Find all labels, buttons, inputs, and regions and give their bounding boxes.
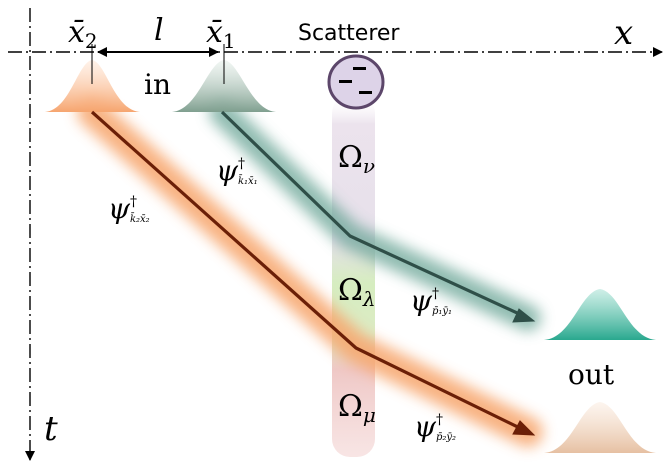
omega-mu-label: Ωμ [338, 389, 376, 427]
scatterer-minus-3 [359, 91, 372, 94]
scatterer-label: Scatterer [298, 21, 400, 46]
x1-label: x̄1 [206, 15, 236, 53]
x-axis-label: x [614, 13, 633, 53]
orange-beam-glow [77, 97, 543, 447]
scatterer-circle [327, 54, 385, 110]
orange-trajectory-arrowhead [512, 420, 536, 436]
outgoing-wavepacket-green [544, 289, 656, 340]
incoming-wavepacket-x1 [172, 60, 276, 112]
t-axis-label: t [44, 409, 58, 449]
in-label: in [144, 68, 171, 101]
psi-k1-label: ψ†k̄₁x̄₁ [216, 154, 258, 187]
outgoing-wavepacket-orange [544, 402, 656, 453]
green-trajectory [220, 110, 529, 320]
separation-label: l [154, 13, 164, 48]
incoming-wavepacket-x2 [45, 60, 140, 112]
psi-p1-label: ψ†p̄₁ȳ₁ [410, 284, 452, 317]
psi-p2-label: ψ†p̄₂ȳ₂ [414, 410, 456, 443]
scatterer-minus-2 [339, 80, 352, 83]
omega-lambda-label: Ωλ [338, 273, 376, 311]
out-label: out [568, 358, 615, 391]
psi-k2-label: ψ†k̄₂x̄₂ [108, 192, 150, 225]
omega-nu-label: Ων [338, 140, 375, 178]
scatterer-minus-1 [353, 67, 366, 70]
orange-trajectory [90, 110, 529, 434]
x2-label: x̄2 [68, 15, 98, 53]
green-trajectory-arrowhead [512, 308, 536, 323]
